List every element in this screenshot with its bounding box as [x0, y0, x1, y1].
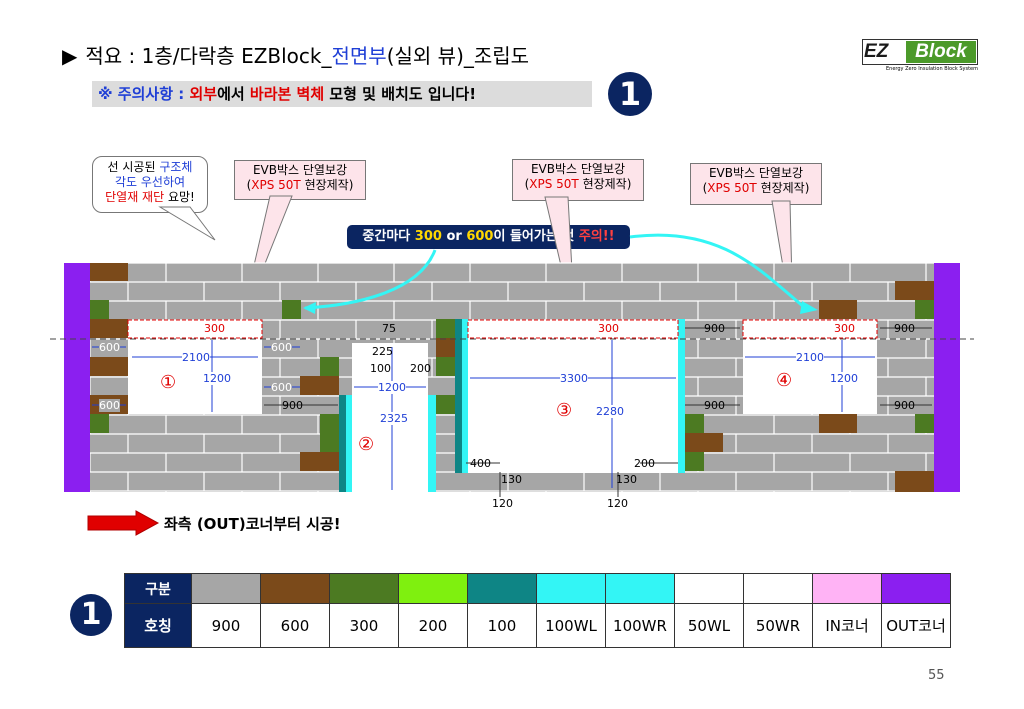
legend-label: 100WR	[605, 603, 675, 648]
dim-2325: 2325	[380, 412, 408, 425]
callout-evb-3: EVB박스 단열보강 (XPS 50T 현장제작)	[690, 163, 822, 205]
dim-300-a: 300	[204, 322, 225, 335]
legend-label: IN코너	[812, 603, 882, 648]
evb-box-2	[467, 319, 679, 339]
dim-300-b: 300	[598, 322, 619, 335]
dim-100: 100	[370, 362, 391, 375]
red-right-arrow-icon	[87, 510, 160, 536]
dim-120-a: 120	[492, 497, 513, 510]
out-corner-left	[64, 263, 90, 492]
step-number-badge: 1	[608, 72, 652, 116]
legend-swatch-in-corner	[812, 573, 882, 604]
dim-130-a: 130	[501, 473, 522, 486]
legend-swatch-600	[260, 573, 330, 604]
dim-1200-c: 1200	[830, 372, 858, 385]
evb-box-1	[127, 319, 263, 339]
legend-header-name: 호칭	[124, 603, 192, 648]
opening-label-4: ④	[776, 370, 793, 391]
dim-2280: 2280	[596, 405, 624, 418]
legend-label: 50WL	[674, 603, 744, 648]
dim-900-e: 900	[894, 399, 915, 412]
dim-900-c: 900	[704, 399, 725, 412]
triangle-bullet-icon: ▶	[62, 44, 78, 68]
strip-wr-mid	[678, 319, 685, 473]
opening-label-3: ③	[556, 400, 573, 421]
page-title: ▶적요 : 1층/다락층 EZBlock_전면부(실외 뷰)_조립도	[62, 44, 530, 68]
dim-200-b: 200	[634, 457, 655, 470]
dim-600-a: 600	[99, 341, 120, 354]
legend-swatch-900	[191, 573, 261, 604]
opening-3	[468, 338, 678, 473]
arrow-right	[629, 233, 806, 310]
dim-75: 75	[382, 322, 396, 335]
legend-label: 200	[398, 603, 468, 648]
legend-label: 600	[260, 603, 330, 648]
dim-120-b: 120	[607, 497, 628, 510]
legend-label: 900	[191, 603, 261, 648]
opening-1	[128, 338, 262, 414]
ezblock-logo: EZ Block Energy Zero Insulation Block Sy…	[862, 39, 978, 72]
dim-1200-a: 1200	[203, 372, 231, 385]
warning-box: ※ 주의사항 : 외부에서 바라본 벽체 모형 및 배치도 입니다!	[92, 81, 592, 107]
dim-900-b: 900	[704, 322, 725, 335]
dim-130-b: 130	[616, 473, 637, 486]
dim-400: 400	[470, 457, 491, 470]
legend-swatch-100	[467, 573, 537, 604]
legend-swatch-100wr	[605, 573, 675, 604]
dimension-lines-dark	[264, 327, 932, 497]
dim-200-a: 200	[410, 362, 431, 375]
legend-swatch-50wr	[743, 573, 813, 604]
middle-caution-note: 중간마다 300 or 600이 들어가는 것 주의!!	[347, 225, 630, 249]
dim-300-c: 300	[834, 322, 855, 335]
dim-900-d: 900	[894, 322, 915, 335]
legend-swatch-300	[329, 573, 399, 604]
evb-box-3	[742, 319, 878, 339]
arrow-left	[304, 249, 437, 310]
page-number: 55	[928, 668, 945, 683]
dim-225: 225	[372, 345, 393, 358]
dim-1200-b: 1200	[378, 381, 406, 394]
color-blocks	[90, 263, 934, 492]
out-corner-right	[934, 263, 960, 492]
opening-label-2: ②	[358, 434, 375, 455]
dim-2100-a: 2100	[182, 351, 210, 364]
legend-label: 300	[329, 603, 399, 648]
strip-100wl	[346, 395, 352, 492]
callout-structure-note: 선 시공된 구조체 각도 우선하여 단열재 재단 요망!	[92, 156, 208, 213]
legend-header-category: 구분	[124, 573, 192, 604]
legend-label: 50WR	[743, 603, 813, 648]
strip-100-mid	[455, 319, 462, 473]
legend-swatch-out-corner	[881, 573, 951, 604]
dim-2100-b: 2100	[796, 351, 824, 364]
callout-tail-left	[158, 206, 216, 241]
strip-100-left	[339, 395, 346, 492]
opening-label-1: ①	[160, 372, 177, 393]
dim-3300: 3300	[560, 372, 588, 385]
legend-swatch-100wl	[536, 573, 606, 604]
legend-label: OUT코너	[881, 603, 951, 648]
dim-900-a: 900	[282, 399, 303, 412]
legend-swatch-200	[398, 573, 468, 604]
strip-wl-mid	[462, 319, 468, 473]
callout-evb-2: EVB박스 단열보강 (XPS 50T 현장제작)	[512, 159, 644, 201]
legend-swatch-50wl	[674, 573, 744, 604]
legend-label: 100WL	[536, 603, 606, 648]
construction-start-note: 좌측 (OUT)코너부터 시공!	[164, 515, 341, 533]
dim-600-d: 600	[99, 399, 120, 412]
legend-number-badge: 1	[70, 594, 112, 636]
callout-evb-1: EVB박스 단열보강 (XPS 50T 현장제작)	[234, 160, 366, 200]
legend-label: 100	[467, 603, 537, 648]
dim-600-c: 600	[271, 381, 292, 394]
block-legend-table: 구분 호칭 900 600 300 200 100 100WL 100WR 50…	[124, 573, 951, 648]
dim-600-b: 600	[271, 341, 292, 354]
strip-100wr	[428, 395, 436, 492]
